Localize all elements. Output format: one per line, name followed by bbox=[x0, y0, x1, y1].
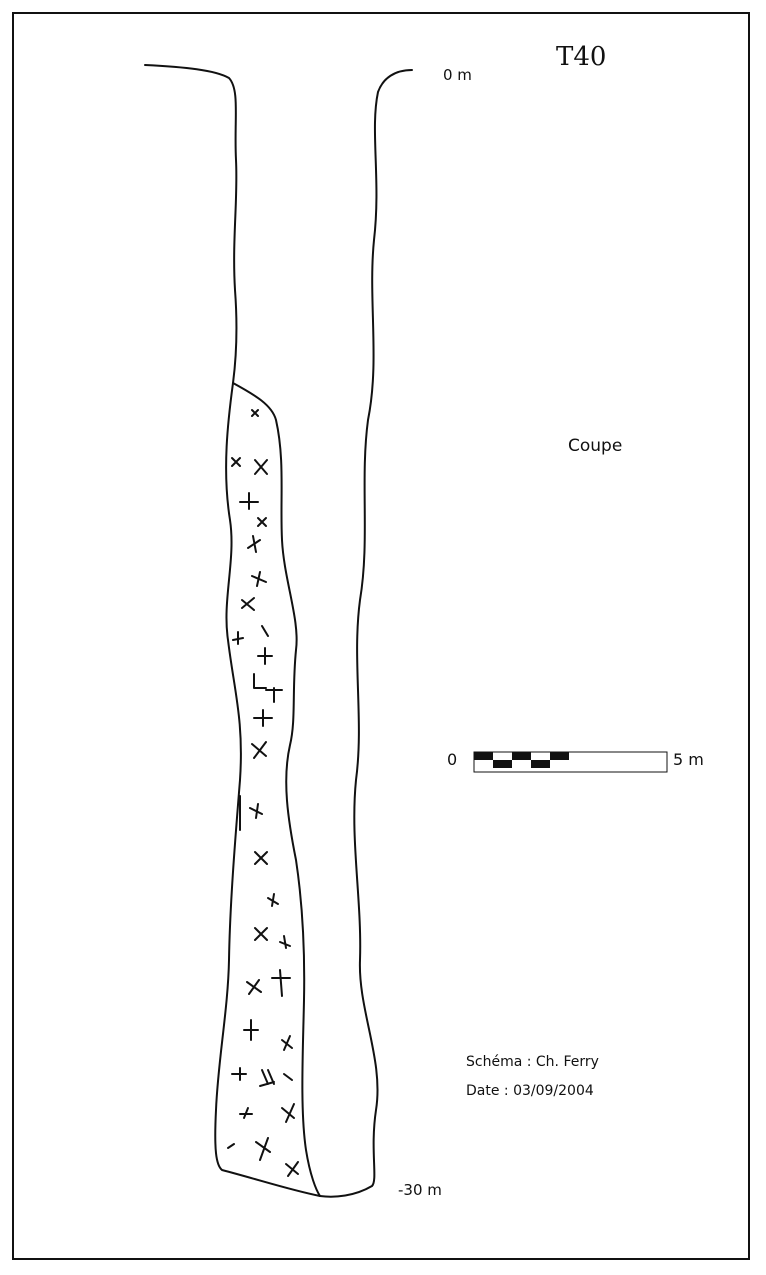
date-credit: Date : 03/09/2004 bbox=[466, 1083, 594, 1099]
scale-bar-graphic bbox=[473, 751, 668, 773]
scale-bar-max-label: 5 m bbox=[673, 750, 704, 769]
diagram-title: T40 bbox=[556, 42, 607, 72]
author-credit: Schéma : Ch. Ferry bbox=[466, 1054, 599, 1070]
depth-label-bottom: -30 m bbox=[398, 1181, 442, 1199]
scale-bar-min-label: 0 bbox=[447, 750, 458, 769]
debris-boundary bbox=[232, 382, 321, 1197]
shaft-right-wall bbox=[319, 69, 413, 1198]
drawing-frame bbox=[12, 12, 750, 1260]
depth-label-top: 0 m bbox=[443, 66, 472, 84]
shaft-left-wall bbox=[144, 64, 321, 1197]
view-label: Coupe bbox=[568, 436, 623, 456]
debris-marks bbox=[227, 409, 299, 1177]
